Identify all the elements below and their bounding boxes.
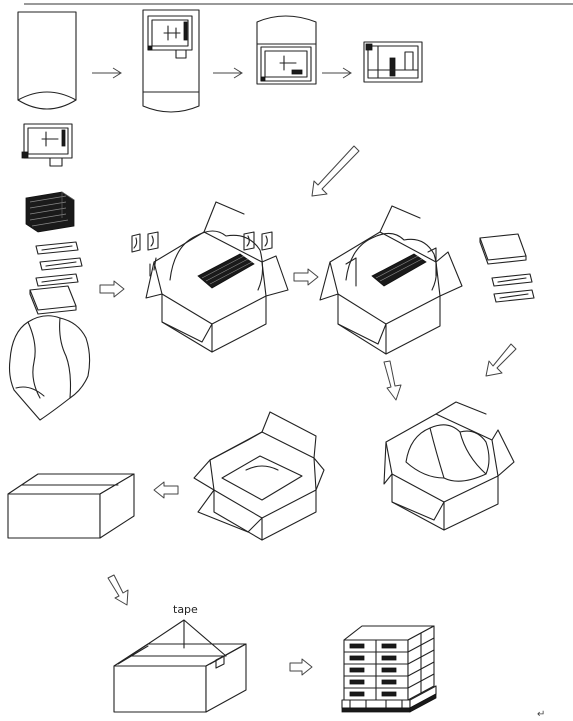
box-liner-bag — [8, 315, 91, 421]
arrow-diagonal-right — [485, 343, 517, 377]
arrow-diagonal-down-left — [311, 145, 360, 197]
folded-bag-with-module — [256, 15, 317, 85]
palletized-boxes — [341, 625, 437, 713]
tape-label: tape — [173, 603, 198, 616]
open-box-with-cushions — [319, 205, 463, 355]
arrow-right-pallet — [289, 658, 313, 676]
arrow-right-1 — [92, 67, 122, 79]
bag-with-module — [142, 9, 200, 113]
sealed-bag-module — [363, 41, 423, 83]
arrow-left — [153, 481, 179, 499]
foam-strips-right — [491, 273, 535, 303]
arrow-right-materials — [99, 280, 125, 298]
foam-pad-left — [29, 285, 77, 315]
arrow-diagonal-down — [107, 574, 129, 606]
box-labels — [349, 643, 397, 697]
arrow-right-box — [293, 268, 319, 286]
arrow-right-3 — [322, 67, 352, 79]
esd-bag-open — [17, 11, 77, 110]
foam-strips-left — [35, 241, 83, 287]
foam-cushion-small-right — [243, 231, 273, 251]
foam-pad-right — [479, 233, 527, 265]
open-box-with-modules — [145, 201, 289, 353]
module-stack — [25, 191, 75, 233]
sealed-module-small — [21, 123, 73, 167]
arrow-down-middle — [383, 360, 402, 401]
foam-cushion-small-left — [131, 231, 159, 253]
open-box-liner-closed — [383, 401, 515, 531]
open-box-flaps-spread — [193, 411, 325, 541]
arrow-right-2 — [213, 67, 243, 79]
return-mark: ↵ — [537, 709, 545, 720]
taped-box — [113, 619, 247, 713]
closed-box — [7, 473, 135, 539]
